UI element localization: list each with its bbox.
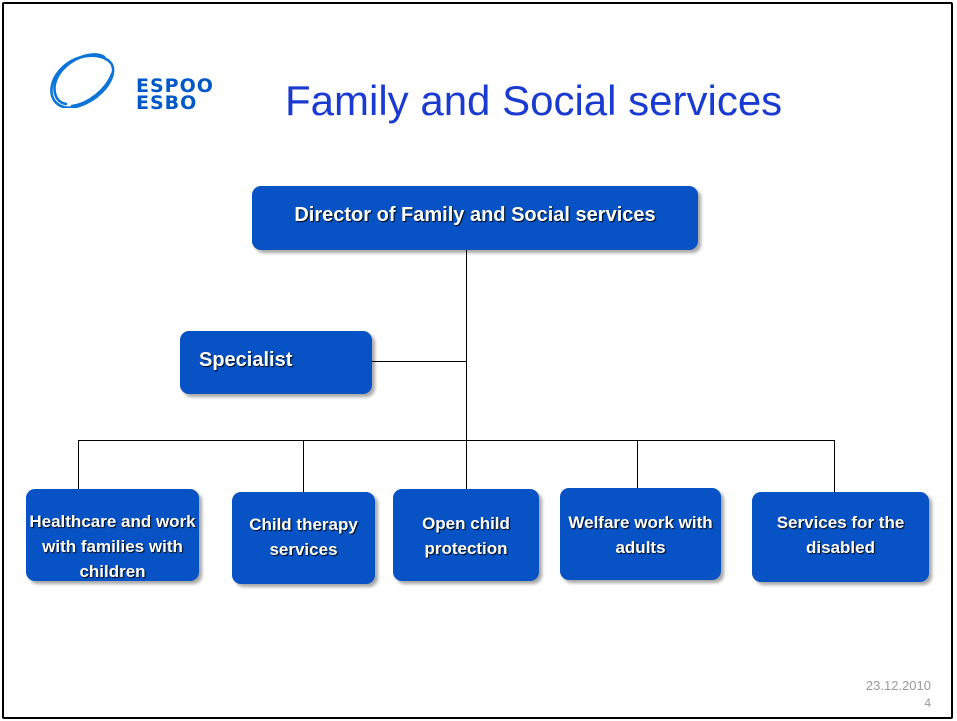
unit-box-open-child-protection: Open child protection [393, 489, 539, 581]
page-title: Family and Social services [285, 77, 783, 124]
espoo-logo-icon [50, 53, 115, 108]
director-box: Director of Family and Social services [252, 186, 698, 250]
logo-line-espoo: ESPOO [136, 75, 214, 97]
unit-label: Services for the disabled [776, 513, 905, 557]
footer-date: 23.12.2010 [865, 678, 931, 693]
specialist-box: Specialist [180, 331, 372, 394]
page-number: 4 [924, 696, 931, 710]
director-label: Director of Family and Social services [294, 204, 656, 226]
unit-box-services-disabled: Services for the disabled [752, 492, 929, 582]
espoo-logo-text: ESPOO ESBO [136, 75, 214, 114]
unit-label: Healthcare and work with families with c… [29, 512, 196, 581]
unit-box-child-therapy: Child therapy services [232, 492, 375, 584]
unit-label: Open child protection [422, 514, 510, 558]
unit-label: Child therapy services [249, 515, 358, 559]
unit-label: Welfare work with adults [568, 513, 713, 557]
unit-box-healthcare-families: Healthcare and work with families with c… [26, 489, 199, 581]
logo-line-esbo: ESBO [136, 92, 198, 114]
specialist-label: Specialist [199, 349, 293, 371]
unit-box-welfare-adults: Welfare work with adults [560, 488, 721, 580]
